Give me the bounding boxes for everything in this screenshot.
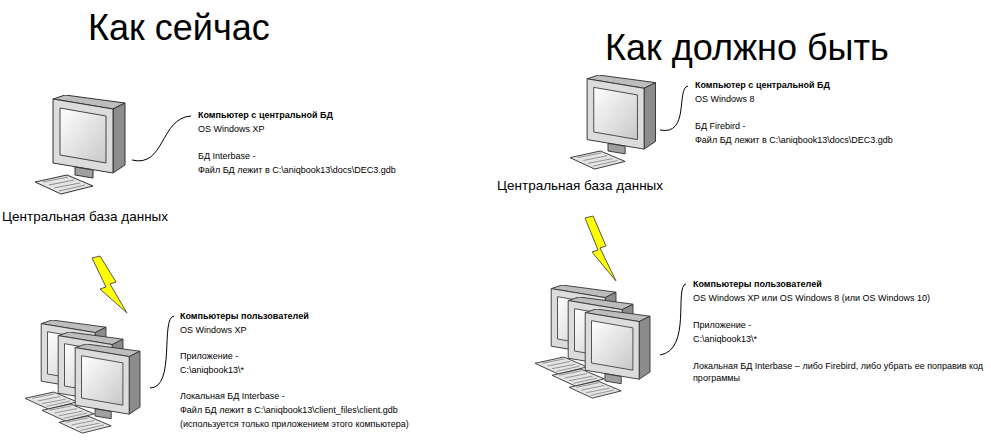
computer-icon bbox=[59, 344, 140, 433]
computer-icon bbox=[570, 75, 656, 169]
callout-text: C:\aniqbook13\* bbox=[693, 334, 757, 346]
callout-text: (используется только приложением этого к… bbox=[180, 419, 409, 431]
callout-text: Приложение - bbox=[693, 320, 751, 332]
leader-line bbox=[660, 284, 686, 355]
lightning-bolt bbox=[92, 256, 127, 313]
callout-heading: Компьютеры пользователей bbox=[180, 311, 309, 323]
callout-text: OS Windows XP или OS Windows 8 (или OS W… bbox=[693, 293, 930, 305]
callout-text: Файл БД лежит в C:\aniqbook13\docs\DEC3.… bbox=[198, 165, 396, 177]
leader-line bbox=[132, 116, 191, 161]
callout-text: БД Firebird - bbox=[695, 121, 746, 133]
callout-text: Локальная БД Interbase - bbox=[180, 391, 285, 403]
callout-text: C:\aniqbook13\* bbox=[180, 365, 244, 377]
callout-text: Приложение - bbox=[180, 351, 238, 363]
leader-line bbox=[150, 316, 174, 388]
callout-heading: Компьютер с центральной БД bbox=[198, 110, 333, 122]
lightning-bolt bbox=[585, 216, 616, 281]
callout-text: БД Interbase - bbox=[198, 151, 256, 163]
callout-text: Файл БД лежит в C:\aniqbook13\docs\DEC3.… bbox=[695, 135, 893, 147]
computer-icon bbox=[569, 309, 650, 398]
callout-text: Локальная БД Interbase – либо Firebird, … bbox=[693, 361, 986, 384]
callout-text: OS Windows XP bbox=[198, 124, 265, 136]
heading: Как сейчас bbox=[88, 8, 270, 48]
computer-caption: Центральная база данных bbox=[2, 208, 168, 226]
computer-icon bbox=[35, 95, 125, 194]
computer-caption: Центральная база данных bbox=[497, 177, 663, 195]
callout-heading: Компьютеры пользователей bbox=[693, 279, 822, 291]
callout-text: OS Windows 8 bbox=[695, 94, 755, 106]
callout-text: OS Windows XP bbox=[180, 325, 247, 337]
callout-text: Файл БД лежит в C:\aniqbook13\client_fil… bbox=[180, 405, 398, 417]
callout-heading: Компьютер с центральной БД bbox=[695, 80, 830, 92]
heading: Как должно быть bbox=[605, 28, 889, 68]
leader-line bbox=[660, 86, 688, 131]
